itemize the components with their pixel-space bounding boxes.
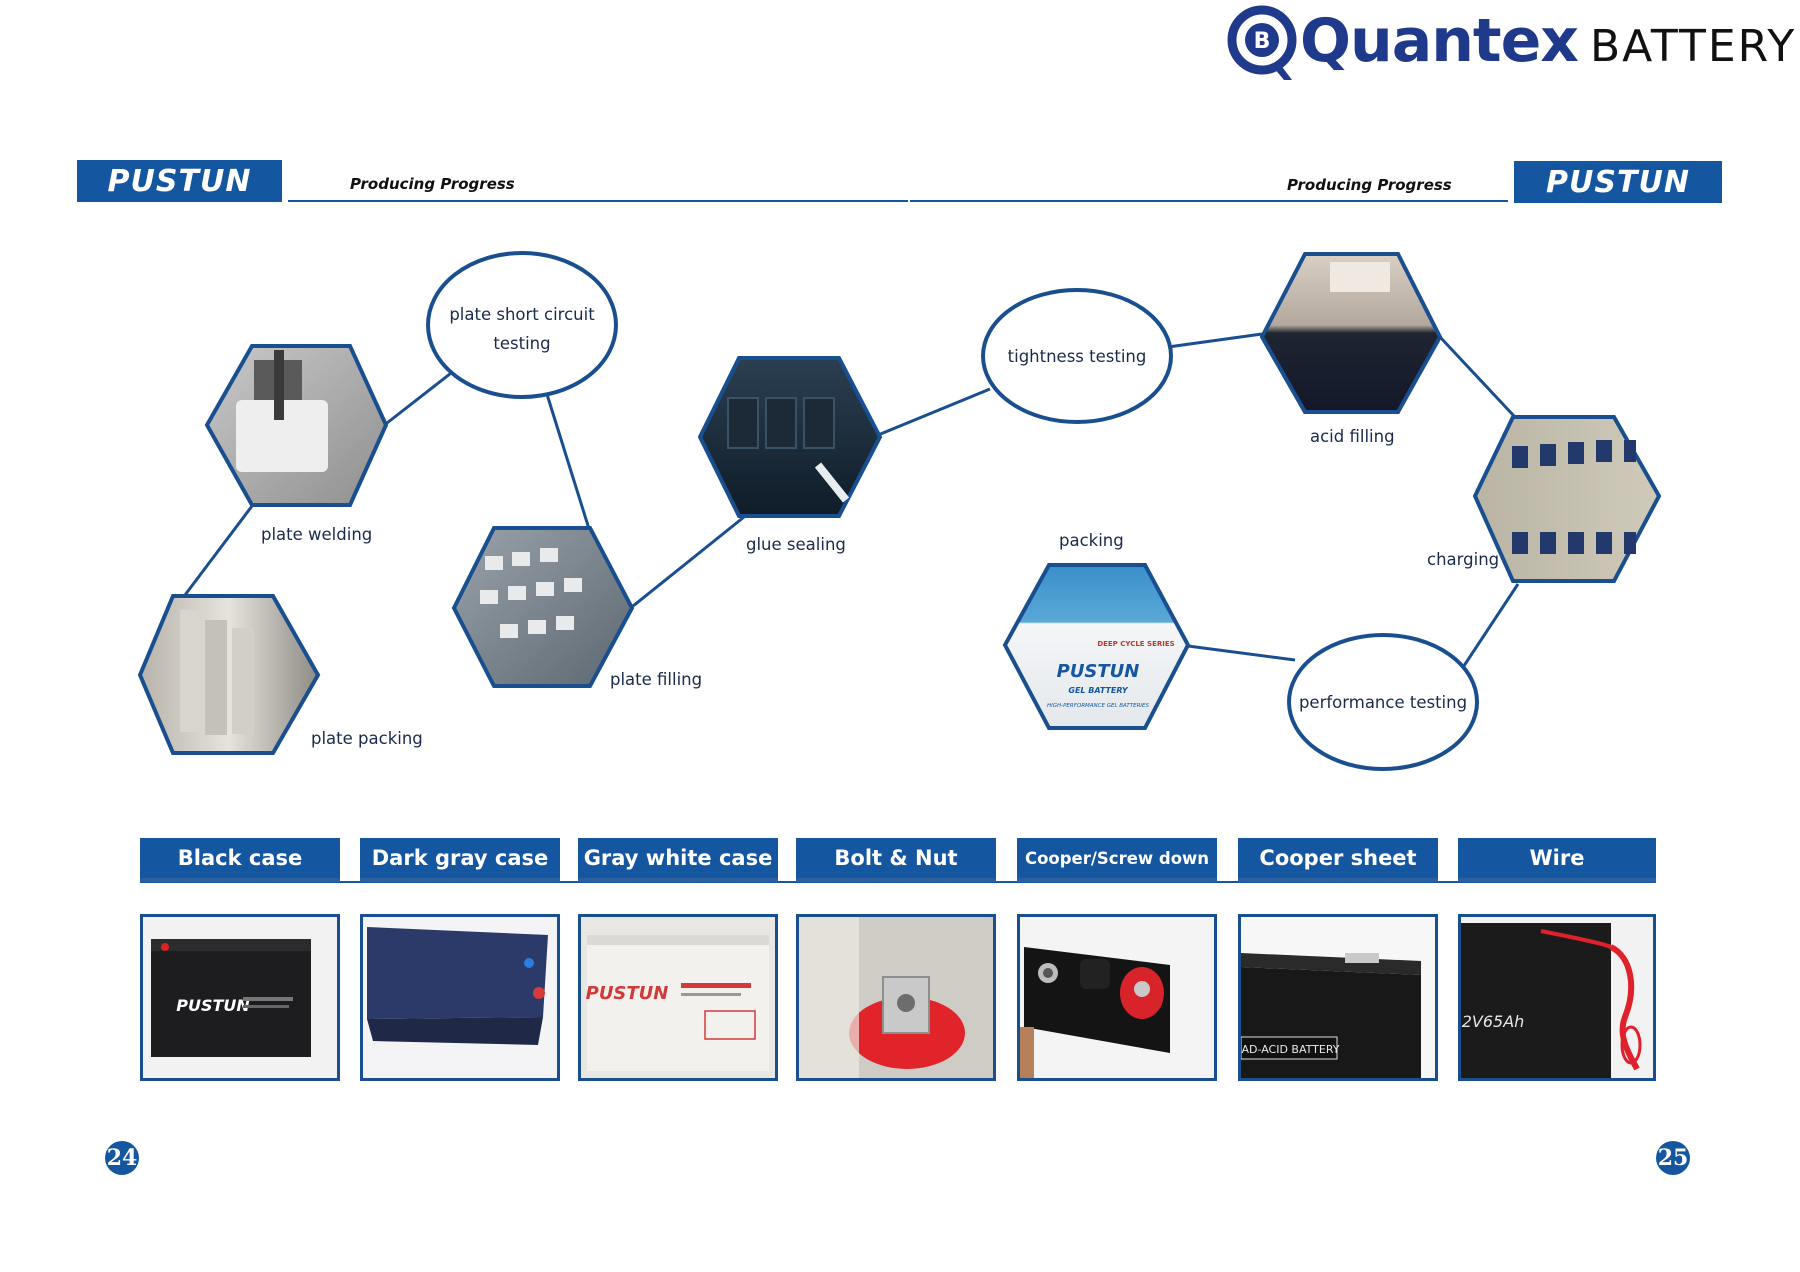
box-tagline-text: HIGH-PERFORMANCE GEL BATTERIES — [1047, 703, 1150, 709]
packing-label: packing — [1059, 531, 1124, 550]
plate-welding-photo — [204, 344, 389, 507]
tab-bolt-nut: Bolt & Nut — [796, 838, 996, 882]
tab-wire: Wire — [1458, 838, 1656, 882]
header-rule-left — [288, 200, 908, 202]
pustun-logo-left: PUSTUN — [77, 160, 282, 202]
box-line-text: GEL BATTERY — [1068, 686, 1128, 695]
process-diagram: DEEP CYCLE SERIES PUSTUN GEL BATTERY HIG… — [137, 251, 1662, 771]
acid-filling-label: acid filling — [1310, 427, 1395, 446]
page-number-left: 24 — [105, 1141, 139, 1175]
header-rule-right — [910, 200, 1508, 202]
header-title-right: Producing Progress — [1287, 176, 1452, 194]
page-number-right: 25 — [1656, 1141, 1690, 1175]
header-title-left: Producing Progress — [350, 175, 515, 193]
svg-text:B: B — [1254, 29, 1271, 54]
wire-capacity-label: 2V65Ah — [1462, 1012, 1525, 1031]
performance-testing-label: performance testing — [1298, 693, 1468, 712]
tab-gray-white-case: Gray white case — [578, 838, 778, 882]
black-case-photo: PUSTUN — [140, 914, 340, 1081]
black-case-brand: PUSTUN — [176, 996, 250, 1015]
brand-subtitle: BATTERY — [1590, 21, 1797, 72]
tab-dark-gray-case: Dark gray case — [360, 838, 560, 882]
brand-name: Quantex — [1300, 6, 1579, 76]
charging-photo — [1472, 415, 1662, 583]
wire-photo: 2V65Ah — [1458, 914, 1656, 1081]
charging-label: charging — [1427, 550, 1500, 569]
plate-packing-photo — [137, 594, 321, 755]
tab-black-case: Black case — [140, 838, 340, 882]
plate-filling-label: plate filling — [610, 670, 703, 689]
gray-white-case-brand: PUSTUN — [586, 983, 669, 1004]
cooper-sheet-photo: EAD-ACID BATTERY — [1238, 914, 1438, 1081]
cooper-screw-down-photo — [1017, 914, 1217, 1081]
tightness-testing-node — [981, 288, 1173, 424]
pustun-logo-text: PUSTUN — [1546, 164, 1690, 200]
plate-packing-label: plate packing — [311, 729, 423, 748]
brand-wordmark: Quantex BATTERY — [1300, 6, 1796, 86]
tab-cooper-sheet: Cooper sheet — [1238, 838, 1438, 882]
plate-short-circuit-label: plate short circuit testing — [449, 305, 595, 353]
glue-sealing-photo — [697, 356, 883, 518]
tightness-testing-label: tightness testing — [1007, 347, 1147, 366]
pustun-logo-text: PUSTUN — [107, 163, 252, 199]
box-brand-text: PUSTUN — [1057, 661, 1140, 682]
cooper-sheet-label: EAD-ACID BATTERY — [1241, 1043, 1340, 1056]
dark-gray-case-photo — [360, 914, 560, 1081]
glue-sealing-label: glue sealing — [746, 535, 846, 554]
box-series-text: DEEP CYCLE SERIES — [1097, 640, 1174, 648]
packing-photo: DEEP CYCLE SERIES PUSTUN GEL BATTERY HIG… — [1002, 563, 1191, 730]
plate-welding-label: plate welding — [261, 525, 373, 544]
gray-white-case-photo: PUSTUN — [578, 914, 778, 1081]
performance-testing-node — [1287, 633, 1479, 771]
quantex-logo-icon: B — [1227, 5, 1297, 80]
pustun-logo-right: PUSTUN — [1514, 161, 1722, 203]
tab-cooper-screw-down: Cooper/Screw down — [1017, 838, 1217, 882]
plate-filling-photo — [451, 526, 635, 688]
bolt-nut-photo — [796, 914, 996, 1081]
tabs-baseline — [140, 881, 1656, 883]
acid-filling-photo — [1259, 252, 1443, 414]
plate-short-circuit-node — [426, 251, 618, 399]
